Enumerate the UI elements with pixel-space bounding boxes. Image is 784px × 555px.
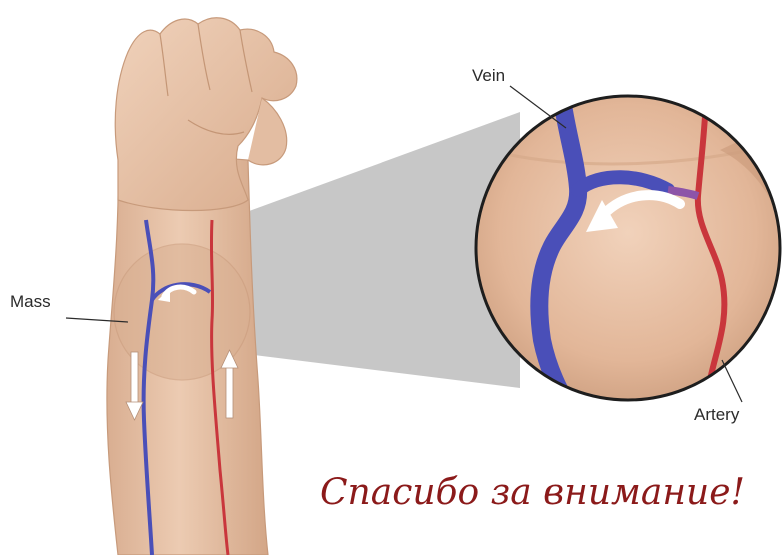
label-vein: Vein	[472, 66, 505, 86]
artery-leader	[722, 360, 742, 402]
label-mass: Mass	[10, 292, 51, 312]
zoom-view	[476, 96, 784, 420]
thanks-caption: Спасибо за внимание!	[320, 472, 745, 513]
label-artery: Artery	[694, 405, 739, 425]
